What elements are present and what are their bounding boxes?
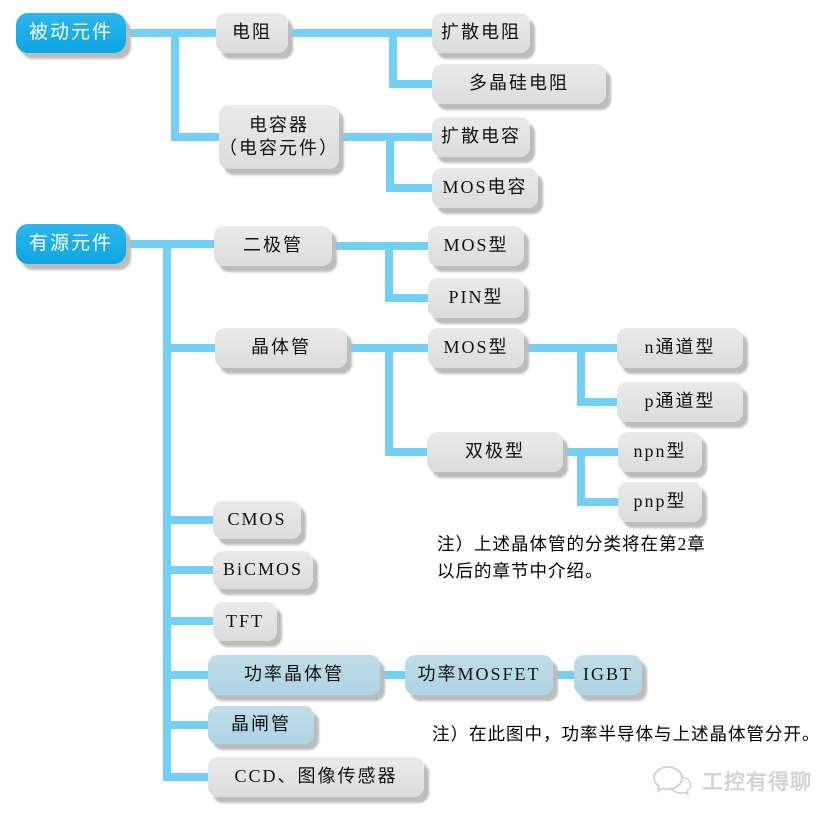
mosfet-to-igbt-line: [553, 671, 574, 679]
node-bipolar-type-label: 双极型: [465, 441, 525, 462]
node-diffusion-resistor: 扩散电阻: [432, 13, 530, 53]
trunk-to-power-transistor-line: [163, 671, 208, 679]
trunk-to-thyristor-line: [163, 721, 208, 729]
node-igbt-label: IGBT: [583, 664, 633, 685]
node-ccd-image-sensor: CCD、图像传感器: [208, 757, 424, 797]
trunk-to-bicmos-line: [163, 566, 213, 574]
passive-trunk-line: [171, 29, 179, 141]
node-diffusion-capacitor: 扩散电容: [432, 117, 530, 157]
watermark: 工控有得聊: [650, 763, 812, 799]
node-igbt: IGBT: [574, 655, 642, 695]
bipolar-children-line: [577, 448, 585, 506]
node-power-transistor-label: 功率晶体管: [244, 664, 344, 685]
node-active-components: 有源元件: [16, 224, 126, 264]
node-n-channel-type: n通道型: [617, 328, 743, 368]
trunk-to-tft-line: [163, 617, 213, 625]
diode-to-mos-line: [332, 242, 428, 250]
node-diode: 二极管: [214, 226, 332, 266]
node-npn-type: npn型: [618, 432, 702, 472]
node-transistor-mos-type: MOS型: [428, 328, 524, 368]
node-bicmos-label: BiCMOS: [222, 559, 304, 580]
to-polysilicon-line: [389, 80, 432, 88]
node-tft-label: TFT: [225, 610, 264, 631]
trunk-to-ccd-line: [163, 773, 208, 781]
mos-to-nchannel-line: [524, 344, 617, 352]
node-resistor: 电阻: [216, 13, 288, 53]
node-active-components-label: 有源元件: [28, 232, 113, 254]
node-power-mosfet: 功率MOSFET: [405, 655, 553, 695]
node-mos-capacitor-label: MOS电容: [442, 177, 528, 198]
node-cmos-label: CMOS: [227, 509, 287, 530]
diode-children-line: [385, 242, 393, 302]
node-bipolar-type: 双极型: [427, 432, 563, 472]
power-note-line: 注）在此图中，功率半导体与上述晶体管分开。: [432, 724, 821, 744]
to-mos-capacitor-line: [386, 184, 432, 192]
node-tft: TFT: [213, 602, 277, 641]
resistor-to-diffusion-line: [288, 29, 432, 37]
to-pchannel-line: [577, 398, 617, 406]
trunk-to-transistor-line: [163, 344, 215, 352]
power-to-mosfet-line: [380, 671, 405, 679]
capacitor-to-diffusion-line: [337, 133, 432, 141]
node-transistor-mos-type-label: MOS型: [443, 337, 509, 358]
node-diode-mos-type-label: MOS型: [443, 235, 509, 256]
power-semiconductor-note: 注）在此图中，功率半导体与上述晶体管分开。: [432, 721, 821, 748]
node-p-channel-type-label: p通道型: [644, 391, 716, 412]
capacitor-children-line: [386, 133, 394, 192]
node-cmos: CMOS: [213, 501, 301, 539]
transistor-note-line1: 注）上述晶体管的分类将在第2章: [437, 534, 706, 554]
chat-bubbles-icon: [650, 763, 694, 799]
node-transistor-label: 晶体管: [251, 337, 311, 358]
node-pnp-type-label: pnp型: [633, 491, 687, 512]
resistor-children-line: [389, 29, 397, 88]
node-passive-components-label: 被动元件: [28, 21, 113, 43]
node-power-transistor: 功率晶体管: [208, 655, 380, 695]
node-diode-label: 二极管: [243, 235, 303, 256]
node-polysilicon-resistor: 多晶硅电阻: [432, 64, 606, 104]
node-capacitor-label: 电容器 （电容元件）: [219, 114, 339, 158]
to-pin-line: [385, 294, 428, 302]
node-power-mosfet-label: 功率MOSFET: [417, 664, 541, 685]
node-transistor: 晶体管: [215, 328, 347, 368]
node-npn-type-label: npn型: [633, 441, 687, 462]
node-bicmos: BiCMOS: [213, 551, 313, 589]
node-ccd-image-sensor-label: CCD、图像传感器: [234, 766, 398, 787]
node-passive-components: 被动元件: [16, 13, 126, 53]
to-bipolar-line: [385, 448, 427, 456]
node-thyristor-label: 晶闸管: [231, 714, 291, 735]
trunk-to-cmos-line: [163, 516, 213, 524]
to-pnp-line: [577, 498, 618, 506]
bipolar-to-npn-line: [563, 448, 618, 456]
node-pnp-type: pnp型: [618, 482, 702, 522]
node-diode-mos-type: MOS型: [428, 226, 524, 266]
node-diffusion-resistor-label: 扩散电阻: [441, 22, 521, 43]
transistor-children-line: [385, 344, 393, 456]
node-diffusion-capacitor-label: 扩散电容: [441, 126, 521, 147]
node-thyristor: 晶闸管: [208, 706, 314, 744]
node-mos-capacitor: MOS电容: [432, 168, 538, 208]
node-p-channel-type: p通道型: [617, 382, 743, 422]
node-polysilicon-resistor-label: 多晶硅电阻: [469, 73, 569, 94]
transistor-classification-note: 注）上述晶体管的分类将在第2章 以后的章节中介绍。: [437, 531, 706, 585]
node-diode-pin-type-label: PIN型: [448, 287, 504, 308]
node-n-channel-type-label: n通道型: [644, 337, 716, 358]
node-diode-pin-type: PIN型: [428, 278, 524, 318]
mos-children-line: [577, 344, 585, 406]
node-capacitor: 电容器 （电容元件）: [219, 105, 339, 169]
trunk-to-capacitor-line: [171, 133, 219, 141]
active-trunk-line: [163, 240, 171, 781]
transistor-note-line2: 以后的章节中介绍。: [437, 561, 604, 582]
node-resistor-label: 电阻: [232, 22, 272, 43]
watermark-text: 工控有得聊: [702, 770, 812, 794]
